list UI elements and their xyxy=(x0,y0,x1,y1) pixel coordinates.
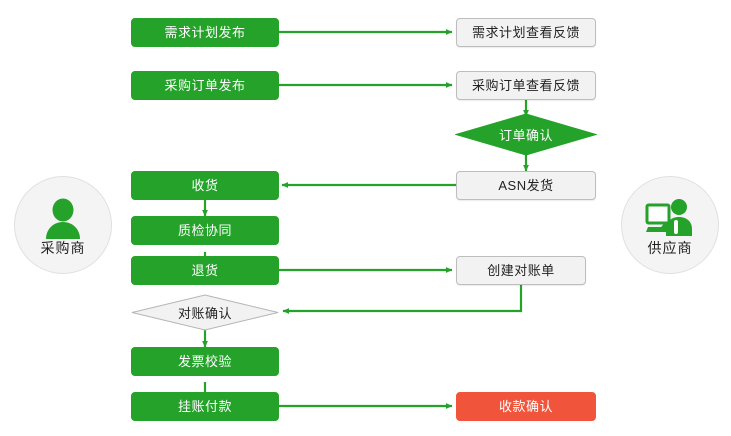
actor-buyer[interactable]: 采购商 xyxy=(14,176,112,274)
diamond-shape xyxy=(455,113,597,156)
node-asn-shipment[interactable]: ASN发货 xyxy=(456,171,596,200)
node-label: 需求计划查看反馈 xyxy=(471,25,580,40)
node-payable-payment[interactable]: 挂账付款 xyxy=(131,392,279,421)
actor-label: 采购商 xyxy=(40,239,86,256)
node-return-goods[interactable]: 退货 xyxy=(131,256,279,285)
node-label: 挂账付款 xyxy=(177,399,232,414)
node-label: 采购订单查看反馈 xyxy=(471,78,580,93)
node-purchase-order-feedback[interactable]: 采购订单查看反馈 xyxy=(456,71,596,100)
edge-statement-to-confirm xyxy=(282,284,523,314)
node-invoice-check[interactable]: 发票校验 xyxy=(131,347,279,376)
node-receive-goods[interactable]: 收货 xyxy=(131,171,279,200)
node-quality-collaboration[interactable]: 质检协同 xyxy=(131,216,279,245)
node-label: 质检协同 xyxy=(177,223,232,238)
node-demand-plan-publish[interactable]: 需求计划发布 xyxy=(131,18,279,47)
node-order-confirm[interactable]: 订单确认 xyxy=(455,113,597,156)
diamond-shape xyxy=(131,294,279,331)
node-label: 退货 xyxy=(191,263,219,278)
node-label: 创建对账单 xyxy=(487,263,555,278)
node-demand-plan-feedback[interactable]: 需求计划查看反馈 xyxy=(456,18,596,47)
node-statement-confirm[interactable]: 对账确认 xyxy=(131,294,279,331)
person-icon xyxy=(37,196,89,240)
node-label: 发票校验 xyxy=(177,354,232,369)
actor-label: 供应商 xyxy=(647,239,693,256)
actor-supplier[interactable]: 供应商 xyxy=(621,176,719,274)
node-create-statement[interactable]: 创建对账单 xyxy=(456,256,586,285)
node-label: 采购订单发布 xyxy=(164,78,246,93)
person-at-computer-icon xyxy=(644,196,696,240)
node-label: 收货 xyxy=(191,178,219,193)
node-purchase-order-publish[interactable]: 采购订单发布 xyxy=(131,71,279,100)
node-receipt-confirm[interactable]: 收款确认 xyxy=(456,392,596,421)
node-label: 收款确认 xyxy=(498,399,553,414)
node-label: 需求计划发布 xyxy=(164,25,246,40)
node-label: ASN发货 xyxy=(498,178,554,193)
